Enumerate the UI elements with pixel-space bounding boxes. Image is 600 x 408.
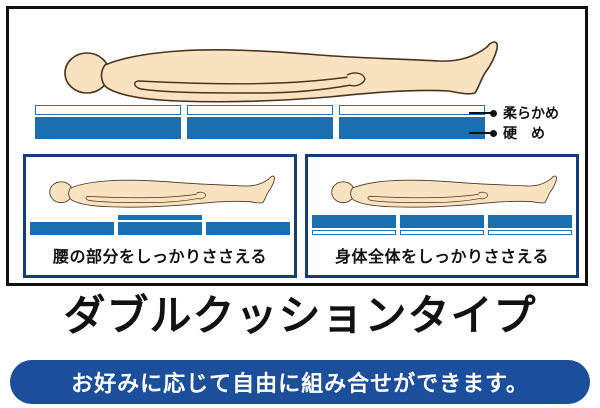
main-diagram-frame: 柔らかめ 硬 め 腰の部分をしっかりささえる: [6, 6, 588, 286]
soft-layer-segment: [187, 105, 333, 115]
legend-soft-label: 柔らかめ: [503, 106, 559, 122]
panel-full-body-support: 身体全体をしっかりささえる: [305, 154, 579, 278]
headline-title: ダブルクッションタイプ: [63, 291, 537, 340]
hard-layer-segment: [118, 222, 202, 235]
layer-gap: [206, 215, 290, 220]
banner-message: お好みに応じて自由に組み合せができます。: [10, 360, 590, 404]
soft-layer-segment: [35, 105, 181, 115]
legend-hard: 硬 め: [469, 123, 545, 143]
soft-layer-segment: [339, 105, 485, 115]
pointer-dot-icon: [490, 109, 497, 117]
hard-layer-segment: [187, 117, 333, 139]
soft-layer-segment: [400, 230, 484, 235]
hard-layer-segment: [488, 215, 572, 228]
mattress-large: [35, 105, 485, 139]
hard-layer-segment: [30, 222, 114, 235]
legend-soft: 柔らかめ: [469, 103, 559, 123]
soft-layer-segment: [312, 230, 396, 235]
hard-layer-segment: [400, 215, 484, 228]
hard-layer-segment: [35, 117, 181, 139]
body-illustration-small: [312, 161, 574, 213]
hard-layer-segment: [206, 222, 290, 235]
layer-gap: [30, 215, 114, 220]
hard-layer-segment: [118, 215, 202, 220]
body-illustration-large: [29, 13, 529, 113]
pointer-dot-icon: [490, 129, 497, 137]
mattress-small: [312, 215, 572, 235]
panel-caption: 腰の部分をしっかりささえる: [52, 247, 268, 266]
hard-layer-segment: [339, 117, 485, 139]
panel-caption: 身体全体をしっかりささえる: [334, 247, 550, 266]
mattress-small: [30, 215, 290, 235]
soft-layer-segment: [488, 230, 572, 235]
hard-layer-segment: [312, 215, 396, 228]
legend-hard-label: 硬 め: [503, 126, 545, 142]
panel-waist-support: 腰の部分をしっかりささえる: [23, 154, 297, 278]
body-illustration-small: [30, 161, 292, 213]
